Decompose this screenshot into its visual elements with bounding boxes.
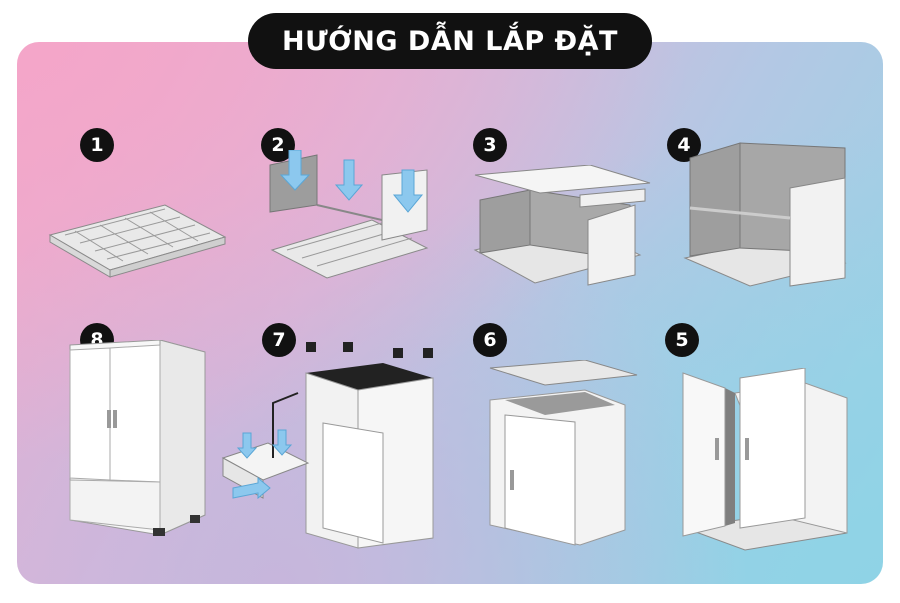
step-7-illustration — [218, 338, 438, 558]
step-7-badge: 7 — [262, 323, 296, 357]
step-1-illustration — [45, 195, 230, 280]
step-5-badge: 5 — [665, 323, 699, 357]
step-1-badge: 1 — [80, 128, 114, 162]
step-4-illustration — [680, 138, 850, 288]
page-title: HƯỚNG DẪN LẮP ĐẶT — [282, 25, 618, 57]
step-4-badge: 4 — [667, 128, 701, 162]
step-3-illustration — [470, 165, 655, 290]
step-3-badge: 3 — [473, 128, 507, 162]
step-6-illustration — [485, 360, 645, 550]
step-2-illustration — [262, 150, 442, 280]
step-8-illustration — [65, 340, 210, 540]
step-6-badge: 6 — [473, 323, 507, 357]
step-5-illustration — [675, 368, 850, 553]
title-banner: HƯỚNG DẪN LẮP ĐẶT — [248, 13, 652, 69]
